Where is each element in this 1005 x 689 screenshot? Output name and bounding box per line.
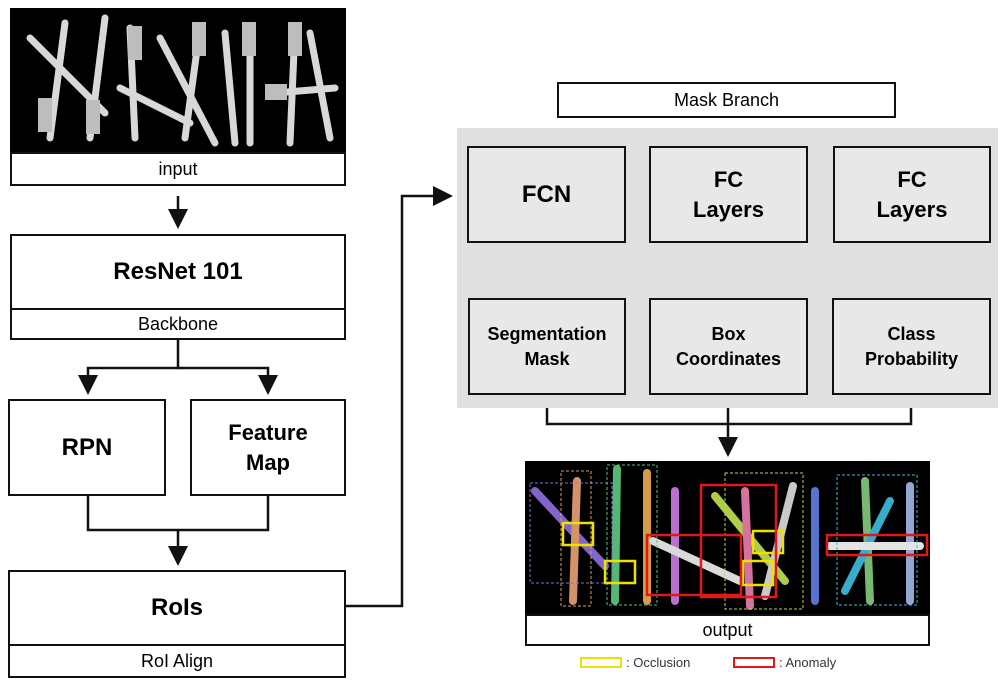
rpn-box: RPN (8, 399, 166, 496)
fc-layers-box-2: FC Layers (833, 146, 991, 243)
box-coordinates-box: Box Coordinates (649, 298, 808, 395)
box-coordinates-line1: Box (711, 324, 746, 345)
legend-anomaly: : Anomaly (733, 655, 836, 670)
fc-layers-2-line1: FC (897, 166, 927, 192)
segmentation-mask-line2: Mask (524, 348, 570, 369)
roi-align-caption: RoI Align (8, 644, 346, 678)
fc-layers-1-line1: FC (713, 166, 744, 192)
class-probability-box: Class Probability (832, 298, 991, 395)
anomaly-swatch (733, 657, 775, 668)
fc-layers-2-line2: Layers (876, 196, 948, 222)
input-image (10, 8, 346, 152)
anomaly-label: : Anomaly (779, 655, 837, 670)
occlusion-swatch (580, 657, 622, 668)
arrow-backbone-to-featuremap (178, 366, 278, 395)
occlusion-label: : Occlusion (626, 655, 691, 670)
legend-occlusion: : Occlusion (580, 655, 690, 670)
box-coordinates-line2: Coordinates (675, 348, 781, 369)
mask-branch-header: Mask Branch (557, 82, 896, 118)
fcn-box: FCN (467, 146, 626, 243)
fc-layers-box-1: FC Layers (649, 146, 808, 243)
segmentation-mask-box: Segmentation Mask (468, 298, 626, 395)
merge-line (86, 496, 270, 532)
arrow-backbone-to-rpn (78, 340, 180, 395)
resnet-box: ResNet 101 (10, 234, 346, 310)
feature-map-line1: Feature (228, 419, 308, 445)
input-caption: input (10, 152, 346, 186)
arrow-rois-to-maskbranch (346, 186, 453, 608)
output-caption: output (525, 614, 930, 646)
fc-layers-1-line2: Layers (693, 196, 764, 222)
output-image (525, 461, 930, 614)
feature-map-line2: Map (246, 449, 290, 475)
class-probability-line1: Class (887, 324, 936, 345)
segmentation-mask-line1: Segmentation (487, 324, 607, 345)
input-forks-picture (26, 14, 339, 147)
fcn-label: FCN (521, 180, 572, 208)
output-forks-picture (529, 464, 929, 610)
feature-map-box: Feature Map (190, 399, 346, 496)
rois-box: RoIs (8, 570, 346, 646)
backbone-caption: Backbone (10, 308, 346, 340)
class-probability-line2: Probability (864, 348, 958, 369)
